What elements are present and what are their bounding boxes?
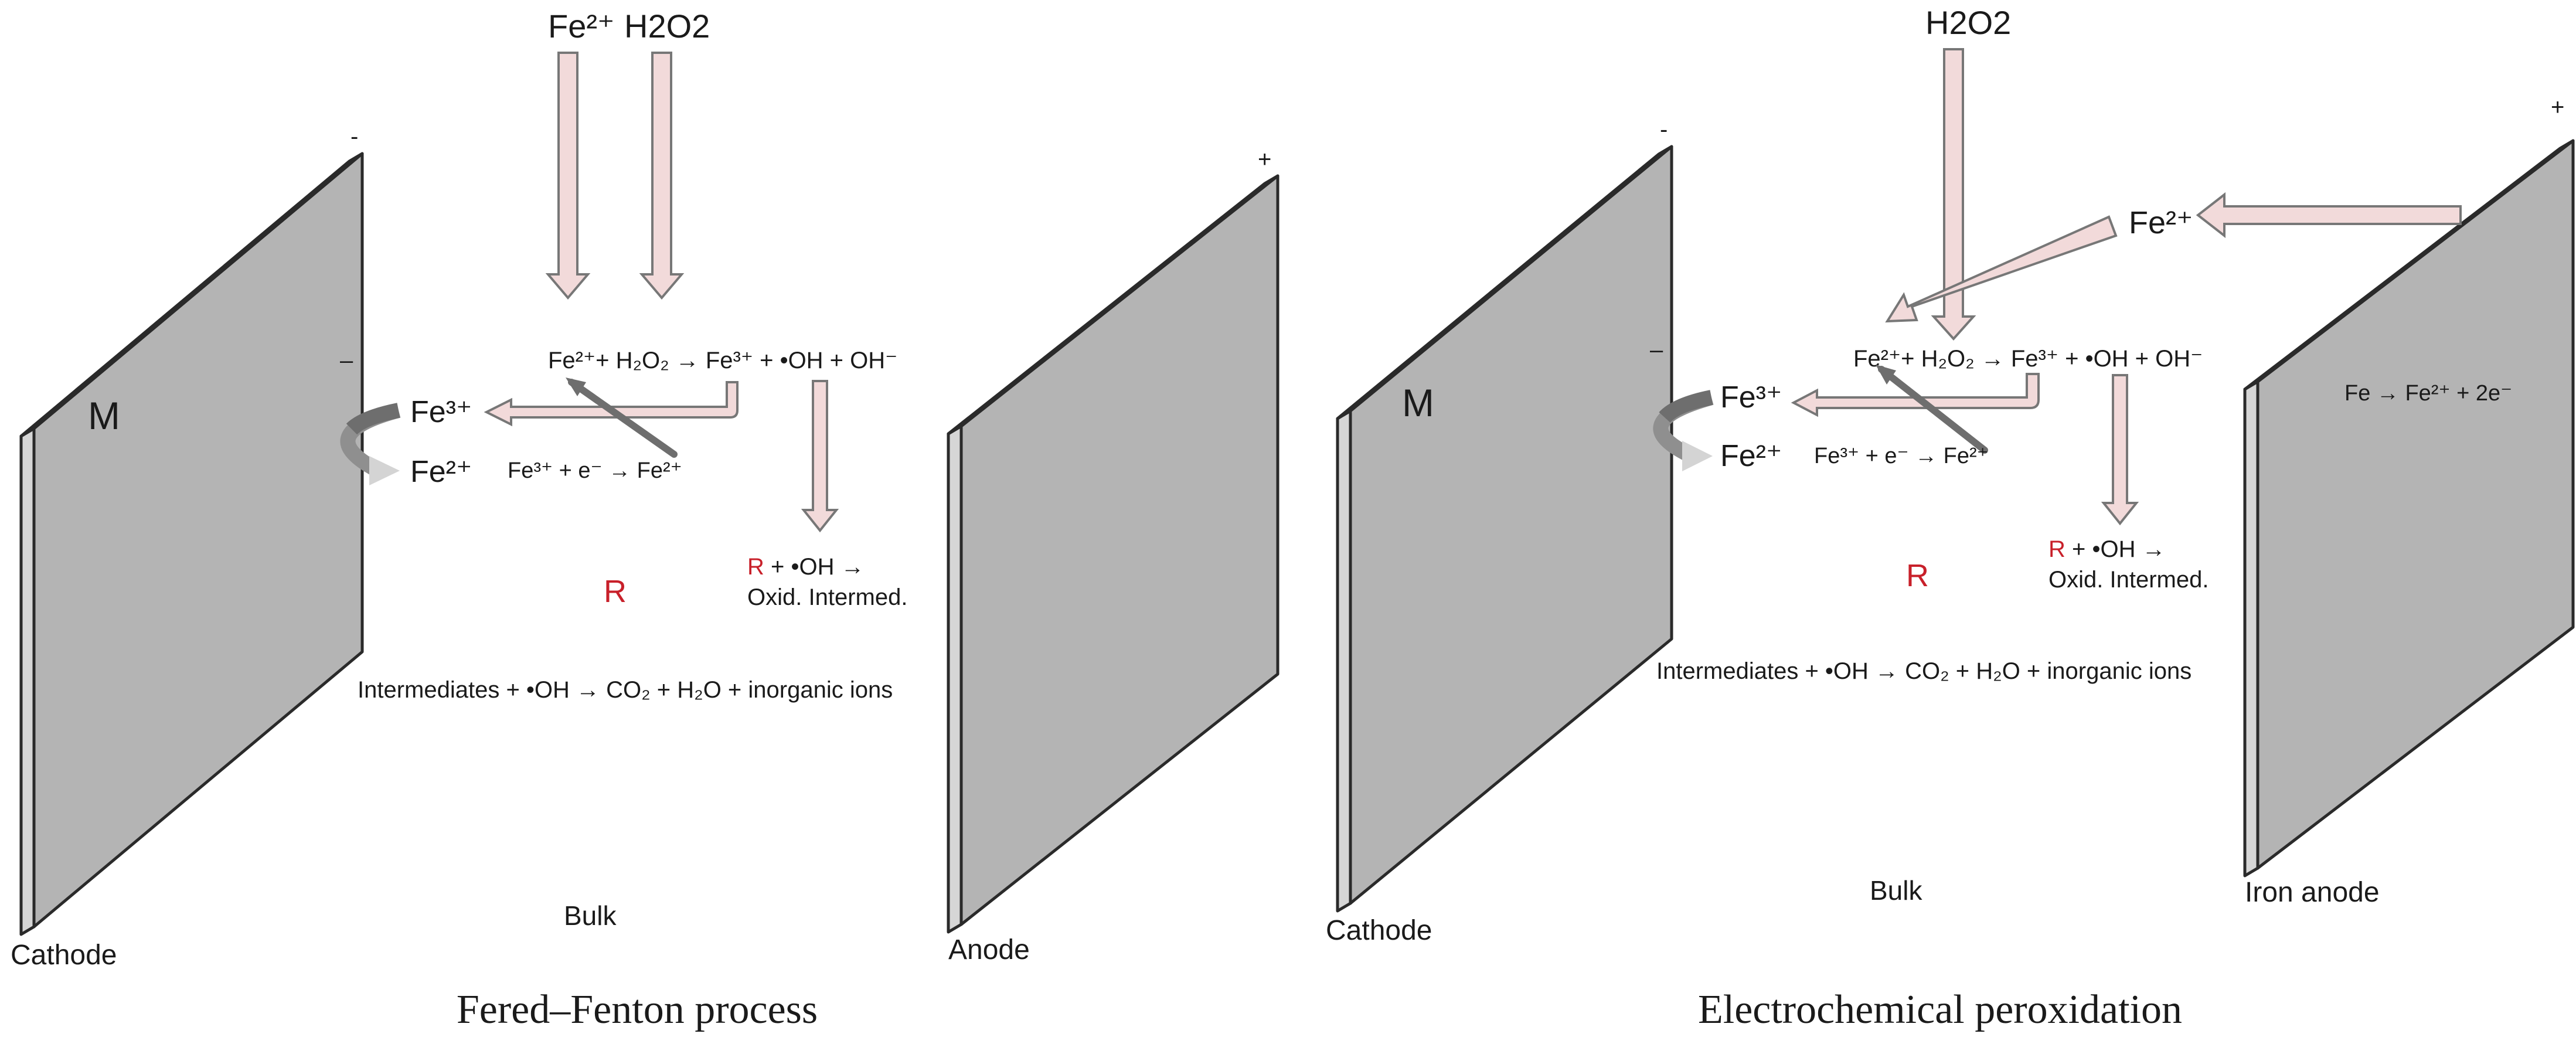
right-fe2-from-anode-arrow: [2196, 192, 2462, 239]
right-fe3-label: Fe³⁺: [1720, 380, 1782, 414]
right-fe3-return-arrow: [1791, 373, 2040, 417]
left-fenton-reaction: Fe²⁺+ H₂O₂ → Fe³⁺ + •OH + OH⁻: [548, 348, 897, 373]
right-cathode-label: Cathode: [1326, 915, 1432, 946]
right-anode-plate: [2243, 139, 2575, 878]
right-mineralization: Intermediates + •OH → CO₂ + H₂O + inorga…: [1656, 658, 2192, 684]
right-fe2-diagonal-arrow: [1885, 215, 2118, 323]
right-cycle-arrow: [1653, 390, 1714, 471]
left-electrode-label: M: [88, 394, 120, 437]
left-r-oh-reaction: R + •OH →: [747, 554, 865, 580]
right-oh-down-arrow: [2101, 374, 2139, 526]
left-fe2-label: Fe²⁺: [410, 455, 472, 489]
left-anode-plate: [947, 174, 1280, 934]
left-input-h2o2: H2O2: [624, 8, 710, 45]
left-r-oh-rest: + •OH →: [764, 554, 865, 580]
left-bulk-label: Bulk: [564, 900, 617, 931]
right-input-h2o2: H2O2: [1925, 4, 2011, 41]
left-oh-down-arrow: [801, 380, 839, 533]
right-r-oh-reaction: R + •OH →: [2048, 536, 2166, 562]
right-fenton-reaction: Fe²⁺+ H₂O₂ → Fe³⁺ + •OH + OH⁻: [1853, 346, 2203, 372]
left-reduction-reaction: Fe³⁺ + e⁻ → Fe²⁺: [508, 458, 682, 483]
right-anode-reaction: Fe → Fe²⁺ + 2e⁻: [2344, 381, 2512, 406]
left-input-fe2: Fe²⁺: [548, 8, 615, 45]
left-mineralization: Intermediates + •OH → CO₂ + H₂O + inorga…: [358, 677, 893, 703]
left-fe3-return-arrow: [484, 381, 739, 427]
left-cycle-arrow: [340, 403, 401, 485]
left-r-label: R: [604, 574, 627, 609]
right-strike-arrow: [1878, 366, 1988, 454]
right-fe2-label: Fe²⁺: [1720, 439, 1782, 473]
right-cathode-sign: -: [1660, 117, 1668, 142]
left-strike-arrow: [568, 379, 678, 458]
right-h2o2-input-arrow: [1931, 48, 1976, 341]
left-h2o2-input-arrow: [639, 52, 685, 300]
left-fe2-input-arrow: [545, 52, 591, 300]
right-anode-label: Iron anode: [2245, 877, 2380, 908]
right-r-oh-rest: + •OH →: [2065, 536, 2166, 562]
left-r-oh-r: R: [747, 554, 764, 580]
right-bulk-label: Bulk: [1870, 875, 1922, 906]
right-panel: - – M Cathode + Iron anode Fe → Fe²⁺ + 2…: [1326, 4, 2575, 1032]
right-anode-sign: +: [2551, 94, 2564, 120]
right-r-label: R: [1906, 558, 1929, 593]
right-r-oh-r: R: [2048, 536, 2065, 562]
left-mid-sign: –: [340, 348, 353, 373]
left-cathode-sign: -: [351, 124, 358, 149]
right-oxid-intermed: Oxid. Intermed.: [2048, 567, 2209, 593]
right-cathode-plate: [1336, 145, 1673, 913]
right-electrode-label: M: [1402, 381, 1434, 424]
left-anode-sign: +: [1258, 147, 1271, 172]
left-cathode-label: Cathode: [11, 940, 117, 971]
right-reduction-reaction: Fe³⁺ + e⁻ → Fe²⁺: [1814, 444, 1989, 468]
right-fe2-input: Fe²⁺: [2129, 205, 2193, 240]
left-caption: Fered–Fenton process: [457, 987, 818, 1032]
left-cathode-plate: [19, 152, 364, 936]
right-mid-sign: –: [1650, 337, 1663, 363]
left-oxid-intermed: Oxid. Intermed.: [747, 584, 907, 610]
right-caption: Electrochemical peroxidation: [1698, 987, 2182, 1032]
left-anode-label: Anode: [948, 934, 1030, 965]
left-fe3-label: Fe³⁺: [410, 395, 472, 429]
left-panel: - – M Cathode + Anode Fe²⁺ H2O2 Fe²⁺+ H₂…: [11, 8, 1280, 1032]
